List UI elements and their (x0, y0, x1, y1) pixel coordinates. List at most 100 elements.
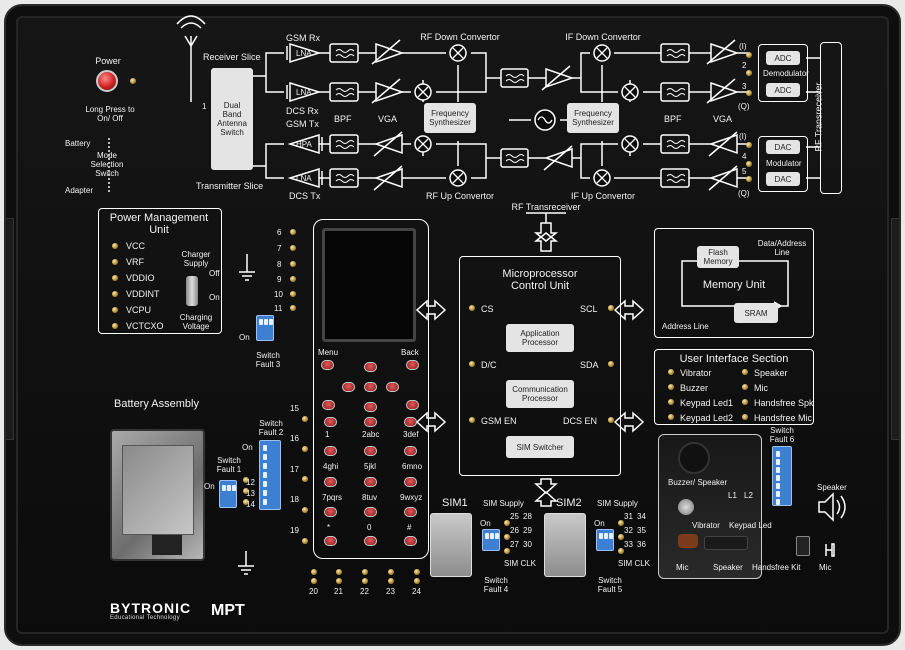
power-pin[interactable] (130, 78, 136, 84)
nav-up-key[interactable] (364, 362, 377, 372)
key-6[interactable] (404, 446, 417, 456)
sim1-tp-a[interactable] (504, 520, 510, 526)
pin-keypad-led1[interactable] (668, 399, 674, 405)
pin-dcs-en[interactable] (608, 417, 614, 423)
key-star[interactable] (324, 507, 337, 517)
pin-handsfree-mic[interactable] (742, 414, 748, 420)
sim2-tp-b[interactable] (618, 534, 624, 540)
tp-12[interactable] (243, 477, 249, 483)
key-hash[interactable] (404, 507, 417, 517)
tp-19[interactable] (302, 538, 308, 544)
pmu-pin-vcc[interactable] (112, 243, 118, 249)
tp-14[interactable] (243, 499, 249, 505)
key-1[interactable] (324, 417, 337, 427)
key-extra-3[interactable] (404, 536, 417, 546)
key-extra-1[interactable] (324, 536, 337, 546)
pin-cs[interactable] (469, 305, 475, 311)
tp-10[interactable] (290, 291, 296, 297)
pin-mic[interactable] (742, 384, 748, 390)
sim2-tp-a[interactable] (618, 520, 624, 526)
lcd-display (322, 228, 416, 342)
call-key[interactable] (322, 400, 335, 410)
sim1-label: SIM1 (442, 497, 468, 509)
sim1-tp-b[interactable] (504, 534, 510, 540)
tp-21-a[interactable] (336, 569, 342, 575)
tp-6[interactable] (290, 229, 296, 235)
end-key[interactable] (406, 400, 419, 410)
left-side-tab (6, 218, 14, 440)
iq-pin-i-bottom[interactable] (746, 142, 752, 148)
tp-20-a[interactable] (311, 569, 317, 575)
menu-key[interactable] (321, 360, 334, 370)
nav-left-key[interactable] (342, 382, 355, 392)
tp-17[interactable] (302, 476, 308, 482)
tp-10-label: 10 (274, 290, 283, 299)
tp-23-b[interactable] (388, 578, 394, 584)
key-5[interactable] (364, 446, 377, 456)
switch-fault-2[interactable] (259, 440, 281, 510)
pmu-pin-vddint[interactable] (112, 291, 118, 297)
tp-21-b[interactable] (336, 578, 342, 584)
tp-7[interactable] (290, 245, 296, 251)
iq-pin-4[interactable] (746, 161, 752, 167)
sim2-tp-c[interactable] (618, 548, 624, 554)
tp-18[interactable] (302, 507, 308, 513)
tp-13[interactable] (243, 488, 249, 494)
tp-22-b[interactable] (362, 578, 368, 584)
charger-supply-switch[interactable] (186, 276, 198, 306)
fault2-on-label: On (242, 443, 253, 452)
key-9[interactable] (404, 477, 417, 487)
handsfree-jack[interactable] (796, 536, 810, 556)
tp-16[interactable] (302, 446, 308, 452)
pmu-pin-vctcxo[interactable] (112, 323, 118, 329)
key-extra-2[interactable] (364, 536, 377, 546)
tp-15[interactable] (302, 416, 308, 422)
power-button[interactable] (96, 70, 118, 92)
pin-vibrator[interactable] (668, 369, 674, 375)
nav-down-key[interactable] (364, 402, 377, 412)
back-key[interactable] (406, 360, 419, 370)
tp-22-a[interactable] (362, 569, 368, 575)
switch-fault-1[interactable] (219, 480, 237, 508)
sim1-tp-c[interactable] (504, 548, 510, 554)
pin-scl[interactable] (608, 305, 614, 311)
if-down-convertor-label: IF Down Convertor (565, 32, 641, 42)
key-0[interactable] (364, 507, 377, 517)
mode-selection-switch[interactable] (108, 138, 113, 192)
tp-20-b[interactable] (311, 578, 317, 584)
l1-label: L1 (728, 491, 737, 500)
pin-speaker[interactable] (742, 369, 748, 375)
key-4[interactable] (324, 446, 337, 456)
key-3[interactable] (404, 417, 417, 427)
pin-handsfree-spk[interactable] (742, 399, 748, 405)
switch-fault-3[interactable] (256, 315, 274, 341)
pin-dc[interactable] (469, 361, 475, 367)
pin-keypad-led2[interactable] (668, 414, 674, 420)
tp-24-a[interactable] (414, 569, 420, 575)
pmu-pin-vcpu[interactable] (112, 307, 118, 313)
nav-right-key[interactable] (386, 382, 399, 392)
iq-pin-3[interactable] (746, 90, 752, 96)
iq-pin-i-top[interactable] (746, 52, 752, 58)
pmu-pin-vddio[interactable] (112, 275, 118, 281)
pin-gsm-en[interactable] (469, 417, 475, 423)
nav-ok-key[interactable] (364, 382, 377, 392)
tp-11[interactable] (290, 305, 296, 311)
switch-fault-4[interactable] (482, 529, 500, 551)
switch-fault-5[interactable] (596, 529, 614, 551)
sim2-slot[interactable] (544, 513, 586, 577)
sim1-slot[interactable] (430, 513, 472, 577)
tp-23-a[interactable] (388, 569, 394, 575)
iq-pin-5[interactable] (746, 176, 752, 182)
pmu-pin-vrf[interactable] (112, 259, 118, 265)
switch-fault-6[interactable] (772, 446, 792, 506)
key-2[interactable] (364, 417, 377, 427)
key-8[interactable] (364, 477, 377, 487)
tp-24-b[interactable] (414, 578, 420, 584)
tp-9[interactable] (290, 276, 296, 282)
tp-8[interactable] (290, 261, 296, 267)
pin-sda[interactable] (608, 361, 614, 367)
iq-pin-2[interactable] (746, 70, 752, 76)
pin-buzzer[interactable] (668, 384, 674, 390)
key-7[interactable] (324, 477, 337, 487)
